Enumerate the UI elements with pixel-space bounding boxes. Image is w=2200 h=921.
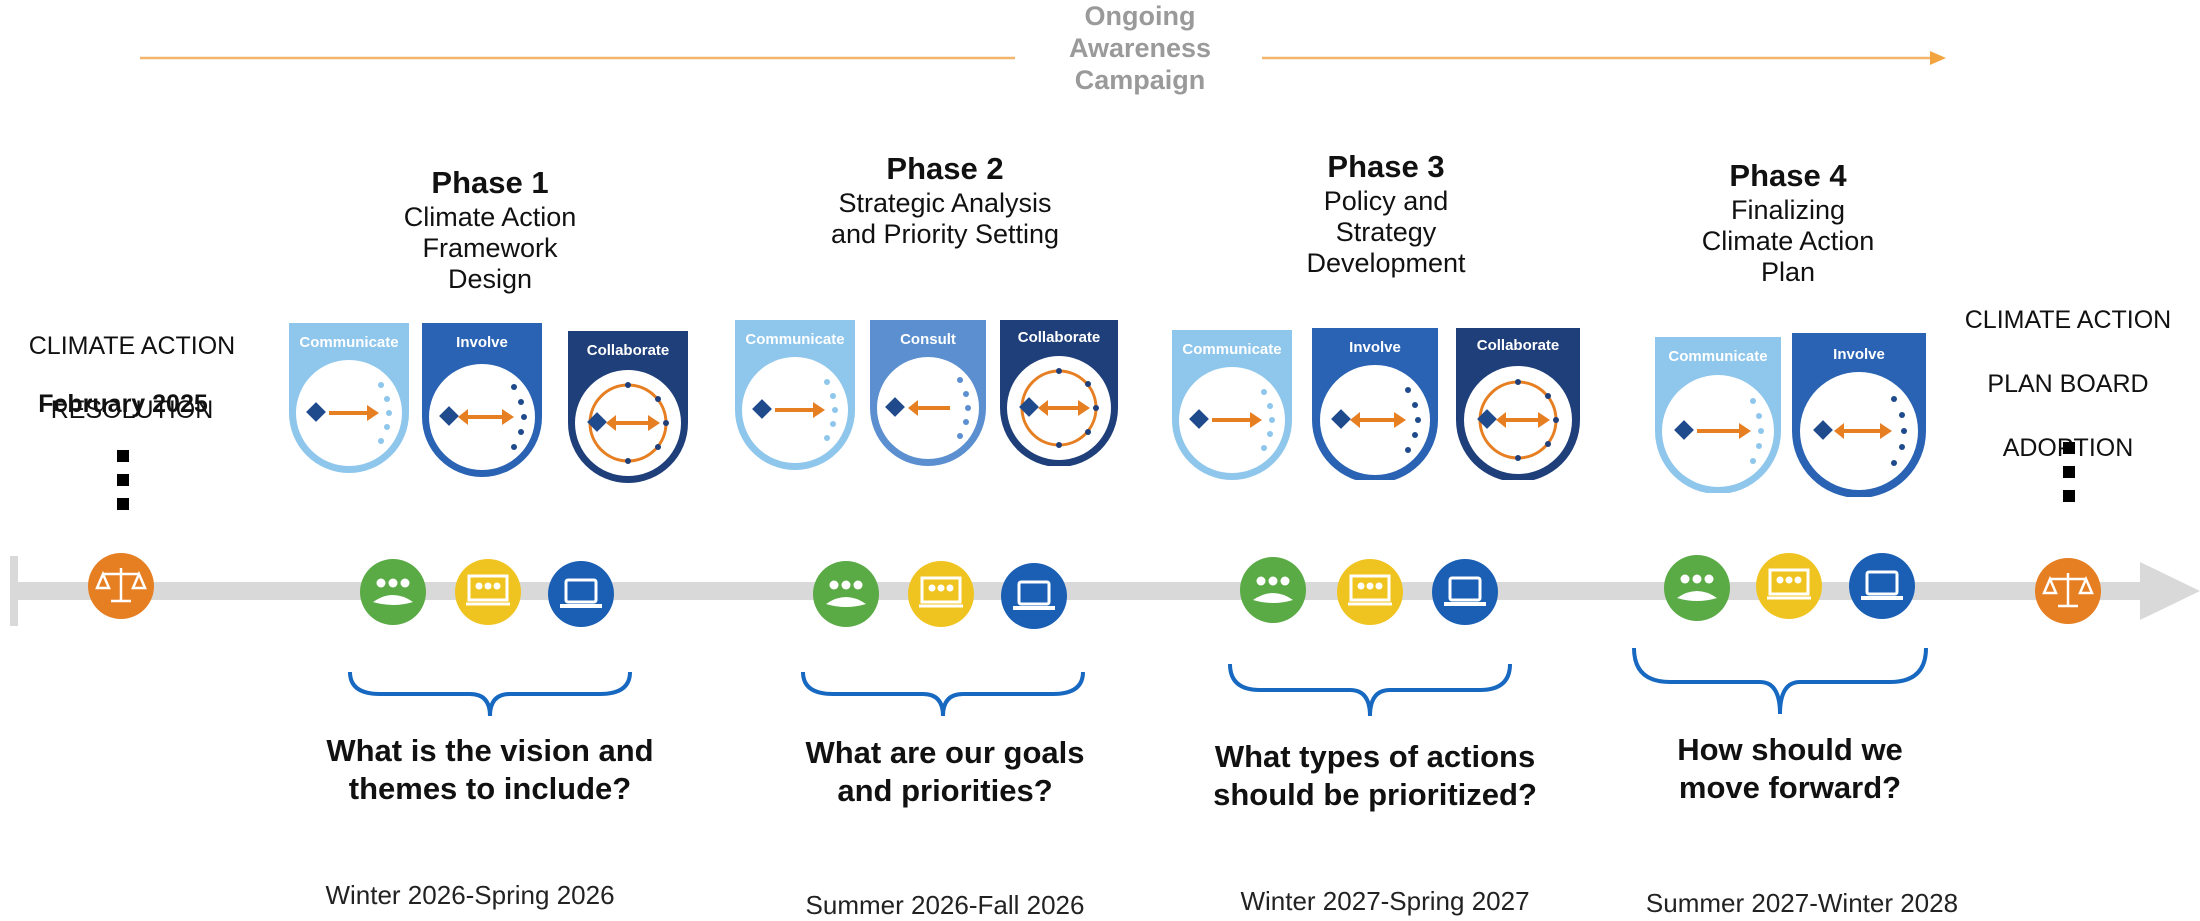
brace xyxy=(1632,647,1928,715)
group-meeting-icon xyxy=(360,559,426,625)
phase-1-subtitle: Climate Action Framework Design xyxy=(403,202,577,294)
badge-involve: Involve xyxy=(1792,333,1926,497)
phase-4-subtitle: Finalizing Climate Action Plan xyxy=(1701,195,1875,287)
phase-3-period: Winter 2027-Spring 2027 xyxy=(1240,886,1530,916)
phase-4-period: Summer 2027-Winter 2028 xyxy=(1645,888,1959,918)
badge-communicate: Communicate xyxy=(735,320,855,470)
phase-1-title: Phase 1 xyxy=(431,165,549,200)
start-dots xyxy=(117,450,129,522)
campaign-arrow xyxy=(140,51,1946,65)
badge-label: Communicate xyxy=(745,331,844,348)
brace xyxy=(1228,663,1512,717)
phase-2-period: Summer 2026-Fall 2026 xyxy=(805,890,1085,920)
badge-label: Communicate xyxy=(299,334,398,351)
phase-4-heading: Phase 4 Finalizing Climate Action Plan xyxy=(1638,157,1938,288)
phase-2-heading: Phase 2 Strategic Analysis and Priority … xyxy=(795,150,1095,250)
start-line1: CLIMATE ACTION xyxy=(28,332,236,360)
laptop-icon xyxy=(548,561,614,627)
campaign-label: Ongoing Awareness Campaign xyxy=(1068,1,1212,95)
end-line1: CLIMATE ACTION xyxy=(1964,306,2172,334)
group-meeting-icon xyxy=(1664,555,1730,621)
badge-involve: Involve xyxy=(1312,328,1438,480)
start-date: February 2025 xyxy=(38,390,208,418)
phase-3-question: What types of actions should be prioriti… xyxy=(1213,739,1537,812)
phase-2-title: Phase 2 xyxy=(886,151,1004,186)
badge-collaborate: Collaborate xyxy=(1456,328,1580,480)
laptop-icon xyxy=(1849,553,1915,619)
scales-icon xyxy=(88,553,154,619)
workshop-icon xyxy=(1756,553,1822,619)
start-line2: RESOLUTION xyxy=(50,396,214,424)
badge-label: Communicate xyxy=(1182,341,1281,358)
end-dots xyxy=(2063,442,2075,514)
badge-label: Collaborate xyxy=(1477,337,1560,354)
phase-4-title: Phase 4 xyxy=(1729,158,1847,193)
phase-3-subtitle: Policy and Strategy Development xyxy=(1306,186,1466,278)
group-meeting-icon xyxy=(1240,557,1306,623)
badge-label: Consult xyxy=(900,331,956,348)
laptop-icon xyxy=(1432,559,1498,625)
workshop-icon xyxy=(1337,559,1403,625)
phase-4-question: How should we move forward? xyxy=(1677,732,1903,805)
brace xyxy=(348,671,632,717)
badge-label: Collaborate xyxy=(1018,329,1101,346)
badge-communicate: Communicate xyxy=(1655,337,1781,493)
badge-collaborate: Collaborate xyxy=(568,331,688,483)
phase-2-question: What are our goals and priorities? xyxy=(805,735,1085,808)
badge-communicate: Communicate xyxy=(289,323,409,473)
brace xyxy=(801,671,1085,717)
phase-3-heading: Phase 3 Policy and Strategy Development xyxy=(1236,148,1536,279)
badge-label: Collaborate xyxy=(587,342,670,359)
badge-label: Involve xyxy=(456,334,508,351)
laptop-icon xyxy=(1001,563,1067,629)
badge-label: Involve xyxy=(1349,339,1401,356)
badge-involve: Involve xyxy=(422,323,542,477)
badge-collaborate: Collaborate xyxy=(1000,320,1118,466)
start-milestone: CLIMATE ACTION RESOLUTION xyxy=(0,298,264,458)
phase-3-title: Phase 3 xyxy=(1327,149,1445,184)
workshop-icon xyxy=(908,561,974,627)
badge-label: Communicate xyxy=(1668,348,1767,365)
phase-1-question: What is the vision and themes to include… xyxy=(326,733,654,806)
group-meeting-icon xyxy=(813,561,879,627)
badge-label: Involve xyxy=(1833,346,1885,363)
badge-communicate: Communicate xyxy=(1172,330,1292,480)
end-line2: PLAN BOARD xyxy=(1987,370,2149,398)
scales-icon xyxy=(2035,558,2101,624)
workshop-icon xyxy=(455,559,521,625)
phase-1-period: Winter 2026-Spring 2026 xyxy=(325,880,615,910)
badge-consult: Consult xyxy=(870,320,986,466)
phase-1-heading: Phase 1 Climate Action Framework Design xyxy=(340,164,640,295)
phase-2-subtitle: Strategic Analysis and Priority Setting xyxy=(830,188,1060,249)
end-milestone: CLIMATE ACTION PLAN BOARD ADOPTION xyxy=(1948,272,2188,496)
